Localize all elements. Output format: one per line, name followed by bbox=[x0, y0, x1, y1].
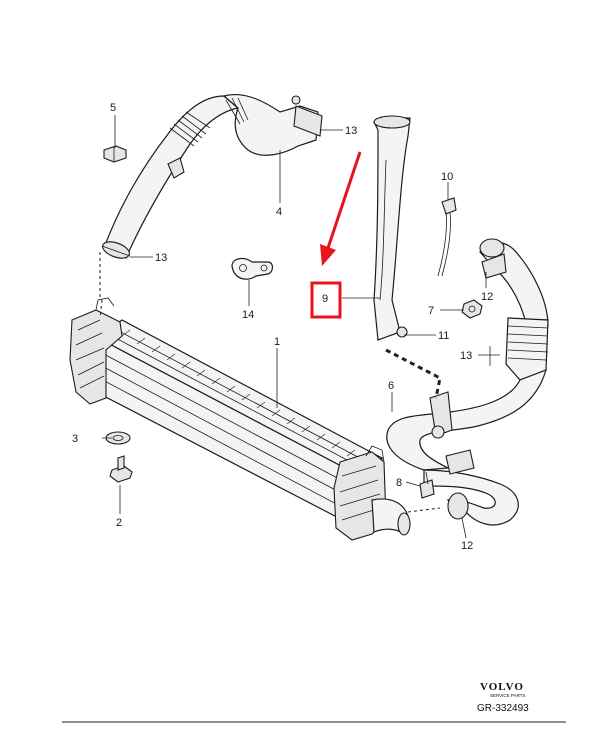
highlight-arrow-head bbox=[320, 244, 336, 266]
callout-12-upper: 12 bbox=[481, 291, 493, 303]
callout-13-upper: 13 bbox=[345, 125, 357, 137]
document-number: GR-332493 bbox=[477, 703, 529, 714]
callout-4: 4 bbox=[276, 206, 282, 218]
callout-13-left: 13 bbox=[155, 252, 167, 264]
callout-13-right: 13 bbox=[460, 350, 472, 362]
callout-6: 6 bbox=[388, 380, 394, 392]
callout-9: 9 bbox=[322, 293, 328, 305]
alignment-dashes bbox=[99, 252, 442, 513]
callout-labels: 5 4 13 13 14 1 3 2 9 10 11 7 12 13 6 8 1… bbox=[72, 102, 493, 552]
pipe-9 bbox=[373, 115, 411, 341]
highlight-arrow bbox=[326, 151, 362, 249]
callout-5: 5 bbox=[110, 102, 116, 114]
brand-subtitle: SERVICE PARTS bbox=[490, 693, 526, 698]
brand-logo: VOLVO bbox=[480, 681, 524, 693]
cable-tie-10 bbox=[437, 197, 457, 277]
callout-10: 10 bbox=[441, 171, 453, 183]
callout-7: 7 bbox=[428, 305, 434, 317]
callout-12-lower: 12 bbox=[461, 540, 473, 552]
footer: VOLVO SERVICE PARTS GR-332493 bbox=[62, 681, 566, 723]
highlight-box bbox=[310, 281, 342, 319]
callout-2: 2 bbox=[116, 517, 122, 529]
callout-3: 3 bbox=[72, 433, 78, 445]
washer-3 bbox=[105, 431, 131, 445]
bracket-14 bbox=[231, 257, 274, 280]
right-hose-assembly bbox=[386, 238, 549, 526]
callout-8: 8 bbox=[396, 477, 402, 489]
highlight-callout-9 bbox=[310, 151, 362, 319]
bolt-8 bbox=[419, 471, 435, 499]
callout-14: 14 bbox=[242, 309, 254, 321]
nut-7 bbox=[461, 299, 483, 319]
bolt-5 bbox=[103, 145, 127, 163]
leader-lines bbox=[102, 115, 500, 539]
callout-1: 1 bbox=[274, 336, 280, 348]
bolt-11 bbox=[396, 326, 408, 338]
callout-11: 11 bbox=[438, 330, 449, 342]
upper-left-hose bbox=[101, 94, 323, 259]
intercooler bbox=[69, 297, 411, 541]
bolt-2 bbox=[109, 455, 133, 483]
